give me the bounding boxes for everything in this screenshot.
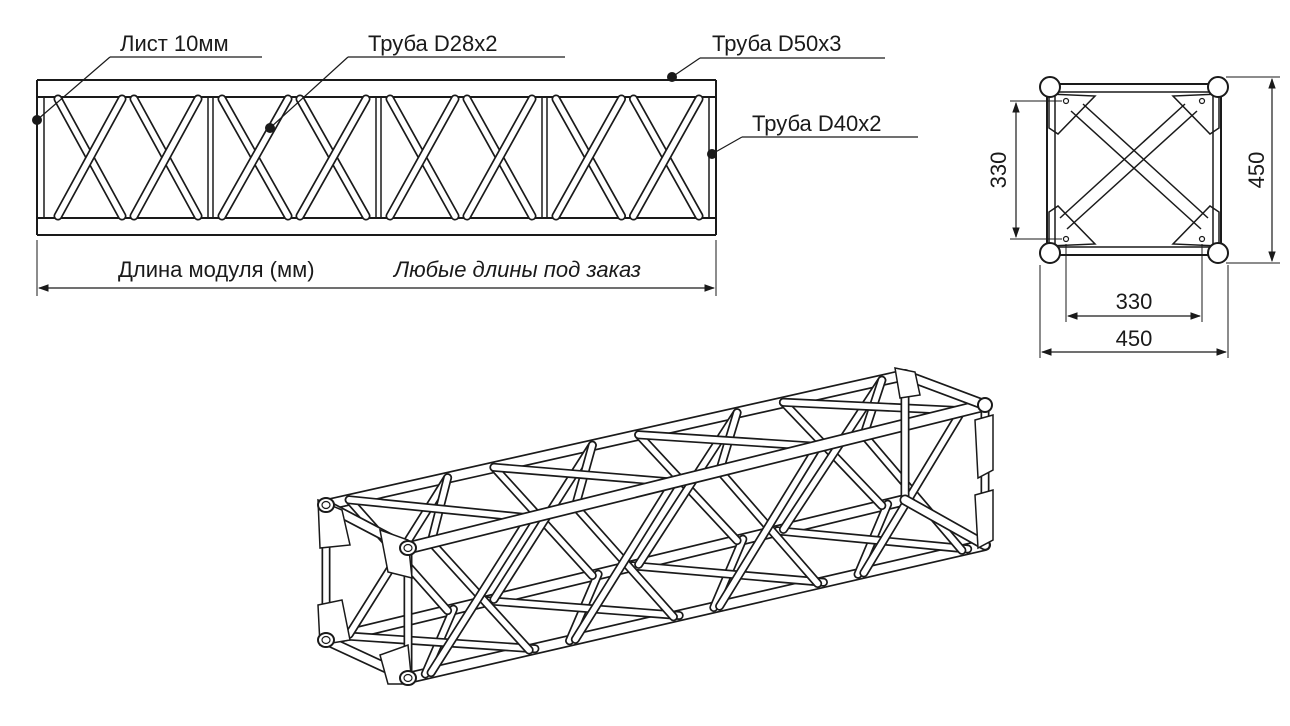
side-diagonal: [385, 94, 460, 221]
callout-plate-dot: [32, 115, 42, 125]
cross-section-view: [1039, 76, 1229, 264]
iso-bottom-diagonal: [483, 596, 684, 620]
dimension-outer-vertical: 450: [1226, 76, 1280, 264]
dimension-outer-horizontal: 450: [1039, 265, 1229, 358]
custom-length-note: Любые длины под заказ: [392, 257, 641, 282]
callout-diagonal-tube: Труба D28x2: [265, 31, 565, 133]
side-view-web-members: [53, 94, 704, 221]
isometric-chords: [401, 398, 992, 555]
iso-front-diagonal: [715, 441, 823, 611]
side-diagonal: [129, 94, 203, 221]
cross-section-diagonals: [1059, 103, 1209, 230]
callout-plate-label: Лист 10мм: [120, 31, 229, 56]
cross-section-chords: [1039, 76, 1229, 264]
dimension-outer-vertical-value: 450: [1244, 152, 1269, 189]
iso-chord-end-front-bottom-bore: [403, 673, 413, 683]
dimension-inner-horizontal: 330: [1065, 244, 1203, 322]
side-diagonal: [295, 94, 371, 221]
dimension-inner-vertical: 330: [986, 100, 1062, 240]
side-diagonal: [53, 94, 127, 221]
iso-top-diagonal: [344, 495, 534, 523]
iso-gusset-plate: [894, 367, 921, 399]
callout-chord-tube-dot: [667, 72, 677, 82]
iso-near-end-frame: [317, 497, 417, 686]
isometric-back-members: [320, 369, 991, 684]
dimension-inner-vertical-value: 330: [986, 152, 1011, 189]
isometric-web-members: [338, 375, 973, 679]
isometric-end-frames: [317, 367, 994, 686]
side-diagonal: [551, 94, 626, 221]
callout-diagonal-tube-dot: [265, 123, 275, 133]
iso-chord-end-front-top-bore: [403, 543, 413, 553]
callout-chord-tube-label: Труба D50x3: [712, 31, 841, 56]
length-dimension: Длина модуля (мм) Любые длины под заказ: [36, 240, 717, 296]
iso-top-diagonal: [778, 397, 967, 416]
dimension-outer-horizontal-value: 450: [1116, 326, 1153, 351]
iso-chord-end-back-bottom-bore: [321, 635, 331, 645]
iso-chord-front-bottom: [402, 539, 991, 684]
iso-gusset-plate: [974, 489, 994, 550]
iso-chord-front-top: [401, 398, 992, 555]
iso-top-diagonal: [489, 462, 678, 487]
iso-chord-back-top: [320, 369, 911, 511]
iso-bottom-diagonal: [338, 631, 540, 654]
iso-front-diagonal: [426, 513, 534, 678]
iso-chord-end-back-top-bore: [321, 500, 331, 510]
iso-front-diagonal: [570, 477, 678, 644]
iso-far-end-bottom-rail: [899, 494, 991, 551]
cross-section-frame: [1046, 83, 1222, 256]
callout-brace-tube: Труба D40x2: [707, 111, 918, 159]
side-diagonal: [217, 94, 293, 221]
callout-brace-tube-label: Труба D40x2: [752, 111, 881, 136]
dimension-inner-horizontal-value: 330: [1116, 289, 1153, 314]
iso-far-end-top-rail: [899, 369, 991, 411]
iso-bottom-diagonal: [628, 561, 828, 587]
callout-chord-tube: Труба D50x3: [667, 31, 885, 82]
iso-far-end-frame: [894, 367, 994, 551]
side-diagonal: [629, 94, 704, 221]
iso-chord-end-far-top: [977, 397, 993, 413]
iso-top-diagonal: [634, 430, 823, 451]
iso-front-diagonal: [859, 406, 967, 578]
isometric-view: [317, 367, 994, 686]
side-view: [36, 79, 717, 236]
iso-bottom-diagonal: [773, 526, 973, 554]
callout-brace-tube-dot: [707, 149, 717, 159]
side-diagonal: [462, 94, 537, 221]
callout-diagonal-tube-label: Труба D28x2: [368, 31, 497, 56]
callout-plate: Лист 10мм: [32, 31, 262, 125]
length-label: Длина модуля (мм): [118, 257, 315, 282]
iso-gusset-plate: [974, 414, 994, 480]
cross-section-gussets: [1048, 93, 1220, 247]
